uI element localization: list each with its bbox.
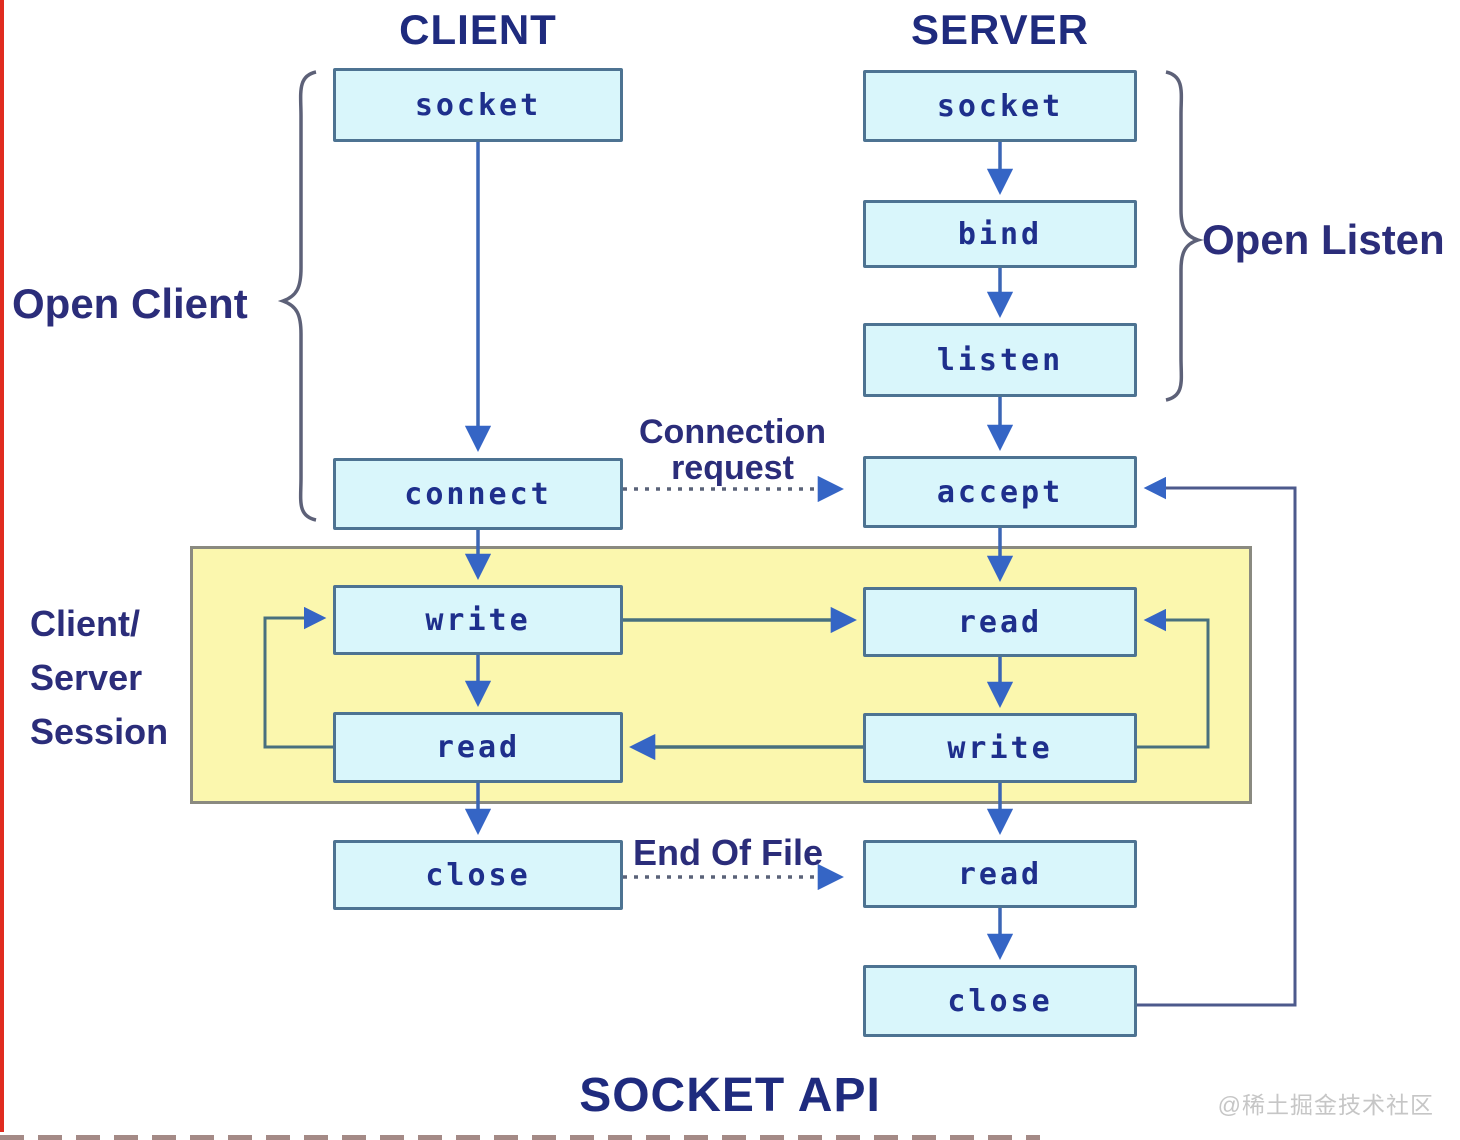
client-read-node: read [333,712,623,783]
dashed-message-arrows [623,475,844,891]
client-write-node: write [333,585,623,655]
server-column-header: SERVER [911,6,1089,53]
data-transfer-arrows [623,606,863,761]
close-to-accept-arrow [1137,476,1297,1007]
bottom-edge-artifact [0,1135,1040,1140]
diagram-title: SOCKET API [579,1069,881,1122]
session-label-line1: Client/ [30,603,141,644]
server-bind-node: bind [863,200,1137,268]
session-label: Client/ Server Session [30,597,168,759]
server-read-node: read [863,587,1137,657]
server-listen-node: listen [863,323,1137,397]
server-socket-node: socket [863,70,1137,142]
session-label-line3: Session [30,711,169,752]
open-client-label: Open Client [12,280,248,327]
left-edge-artifact [0,0,4,1132]
server-read-eof-node: read [863,840,1137,908]
client-connect-node: connect [333,458,623,530]
server-close-node: close [863,965,1137,1037]
connection-request-line1: Connection [639,413,826,451]
loop-arrows [263,606,1210,749]
flow-arrows [464,142,1014,960]
grouping-braces [277,70,1204,522]
client-close-node: close [333,840,623,910]
end-of-file-label: End Of File [633,832,824,873]
open-listen-label: Open Listen [1202,216,1445,263]
server-write-node: write [863,713,1137,783]
client-column-header: CLIENT [399,6,557,53]
session-label-line2: Server [30,657,143,698]
open-client-brace [277,70,317,522]
connection-request-label: Connection request [610,414,855,486]
open-listen-brace [1165,70,1204,402]
watermark: @稀土掘金技术社区 [1217,1092,1434,1118]
server-accept-node: accept [863,456,1137,528]
client-socket-node: socket [333,68,623,142]
connection-request-line2: request [671,449,794,487]
